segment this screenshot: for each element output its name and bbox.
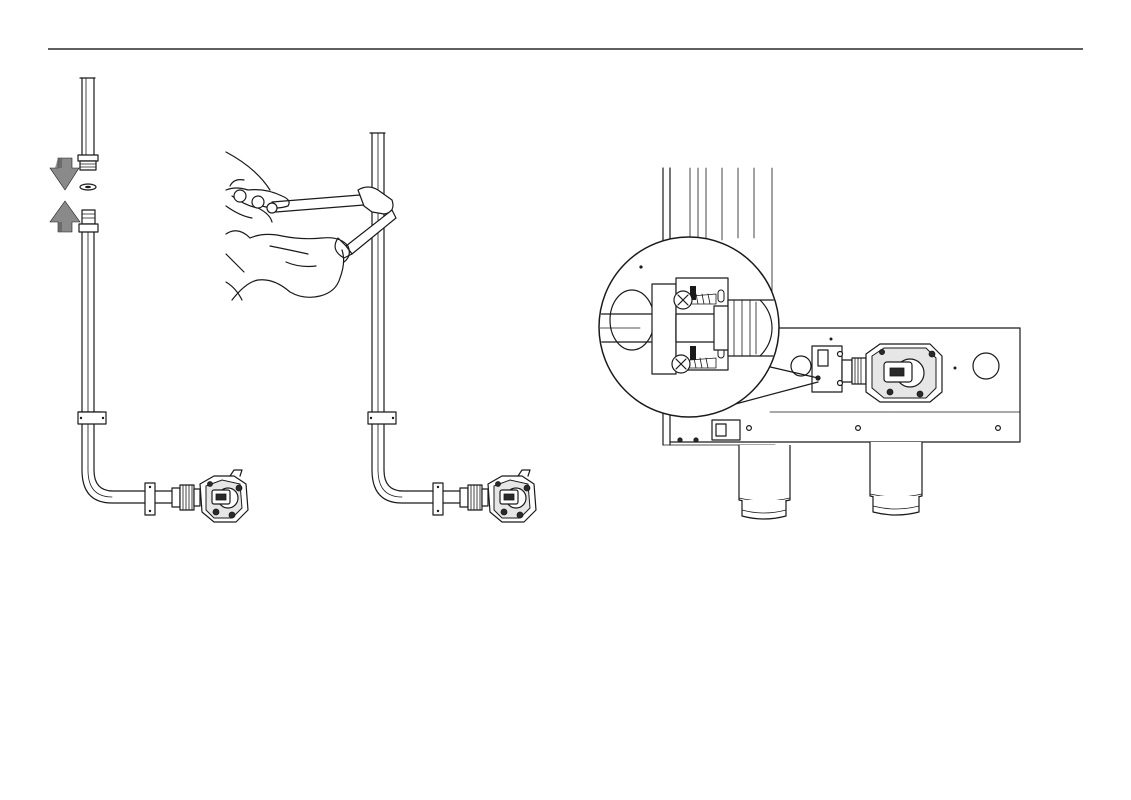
sealing-washer-icon — [80, 184, 96, 190]
mounted-bracket — [812, 346, 843, 392]
arrow-down-icon — [50, 158, 79, 190]
flue-outlets — [739, 442, 922, 519]
panel-boiler-mount — [599, 168, 1020, 519]
panel-tightening — [226, 133, 536, 522]
union-nut-2 — [460, 485, 488, 510]
pipe-bracket-2 — [368, 412, 396, 424]
horizontal-bracket — [145, 483, 172, 515]
pipe-bracket-icon — [78, 412, 106, 424]
gas-valve-icon — [200, 470, 248, 522]
upper-pipe — [78, 78, 98, 170]
horizontal-bracket-2 — [433, 483, 460, 515]
magnifier-circle-icon — [599, 237, 790, 417]
gas-valve-icon-2 — [488, 470, 536, 522]
gas-valve-icon-3 — [842, 344, 942, 402]
union-nut — [172, 485, 200, 510]
vertical-pipe — [368, 133, 436, 503]
panel-pipe-assembly — [50, 78, 248, 522]
lower-hand-icon — [226, 231, 349, 300]
wrench-icon — [272, 187, 396, 258]
arrow-up-icon — [50, 201, 80, 232]
lower-pipe — [79, 210, 148, 503]
